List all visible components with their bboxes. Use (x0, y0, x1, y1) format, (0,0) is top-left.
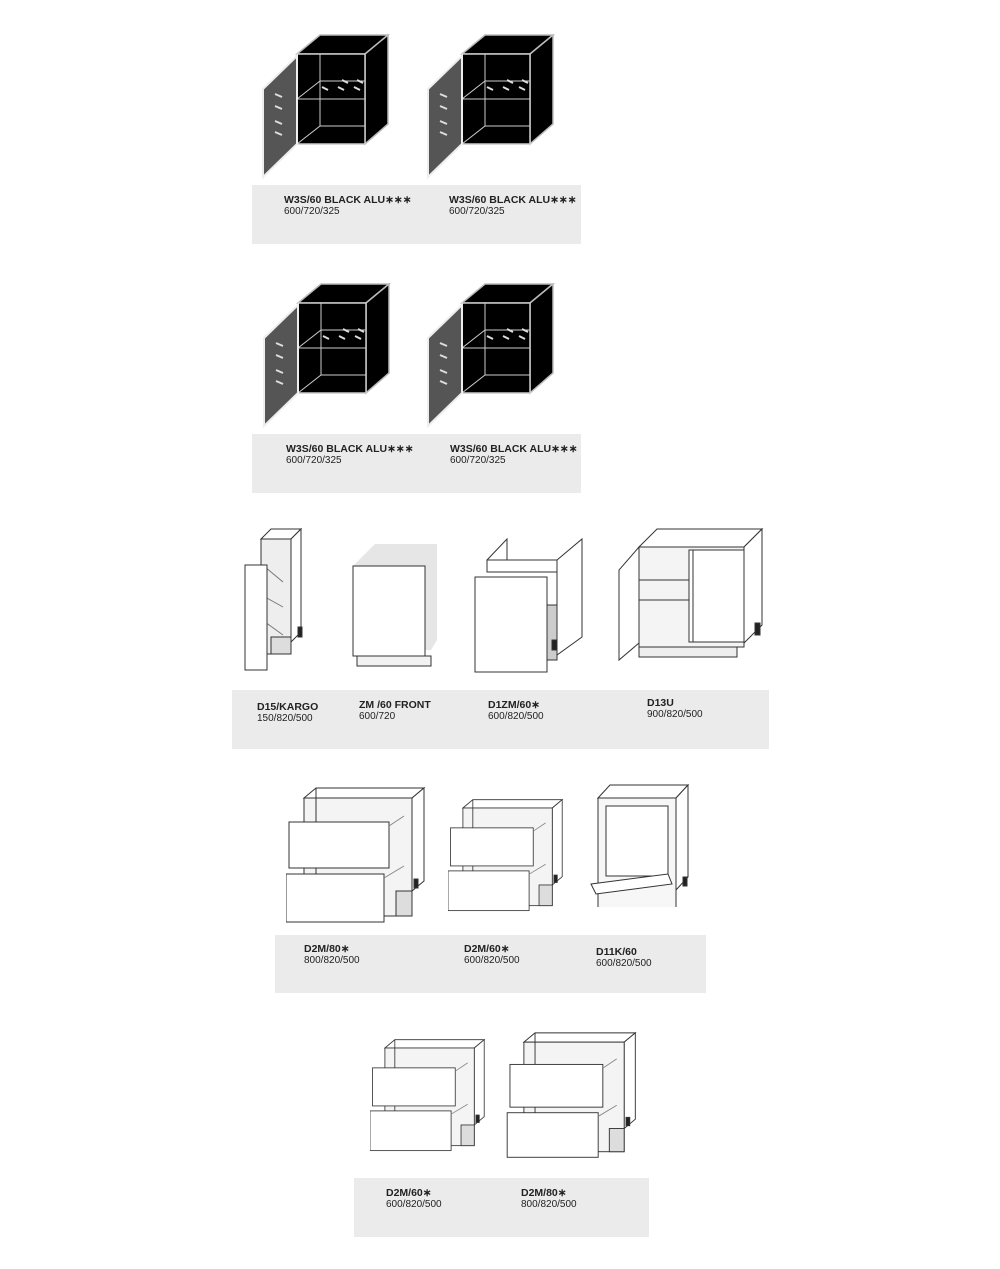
product-dimensions: 600/720/325 (286, 455, 342, 466)
product-name: D15/KARGO (257, 701, 319, 713)
wall-cabinet-black-alu-image (260, 34, 390, 179)
product-name: D2M/80∗ (521, 1187, 567, 1199)
product-dimensions: 600/720 (359, 711, 396, 722)
product-dimensions: 150/820/500 (257, 713, 313, 724)
product-name: W3S/60 BLACK ALU∗∗∗ (284, 194, 412, 206)
corner-cabinet-image (617, 525, 767, 665)
product-name: W3S/60 BLACK ALU∗∗∗ (450, 443, 578, 455)
product-dimensions: 600/720/325 (284, 206, 340, 217)
oven-cabinet-image (588, 782, 693, 907)
product-name: D11K/60 (596, 946, 637, 958)
product-name: W3S/60 BLACK ALU∗∗∗ (286, 443, 414, 455)
product-label: D2M/80∗800/820/500 (521, 1187, 577, 1211)
drawer-cabinet-image (448, 786, 568, 926)
kargo-cabinet-image (243, 527, 303, 672)
product-label: D1ZM/60∗600/820/500 (488, 699, 544, 723)
product-label: W3S/60 BLACK ALU∗∗∗600/720/325 (450, 443, 578, 467)
product-label: W3S/60 BLACK ALU∗∗∗600/720/325 (286, 443, 414, 467)
product-dimensions: 600/820/500 (596, 958, 652, 969)
product-name: D1ZM/60∗ (488, 699, 540, 711)
wall-cabinet-black-alu-image (261, 283, 391, 428)
drawer-cabinet-image (286, 786, 431, 926)
product-dimensions: 800/820/500 (304, 955, 360, 966)
product-dimensions: 800/820/500 (521, 1199, 577, 1210)
product-name: ZM /60 FRONT (359, 699, 431, 711)
sink-cabinet-image (472, 535, 587, 675)
wall-cabinet-black-alu-image (425, 283, 555, 428)
label-panel (252, 185, 581, 244)
product-name: D2M/60∗ (386, 1187, 432, 1199)
product-name: D2M/80∗ (304, 943, 350, 955)
product-name: D2M/60∗ (464, 943, 510, 955)
product-label: W3S/60 BLACK ALU∗∗∗600/720/325 (284, 194, 412, 218)
drawer-cabinet-image (502, 1031, 647, 1161)
label-panel (354, 1178, 649, 1237)
product-dimensions: 600/820/500 (464, 955, 520, 966)
product-label: W3S/60 BLACK ALU∗∗∗600/720/325 (449, 194, 577, 218)
label-panel (275, 935, 706, 993)
product-label: D2M/80∗800/820/500 (304, 943, 360, 967)
product-label: D2M/60∗600/820/500 (464, 943, 520, 967)
wall-cabinet-black-alu-image (425, 34, 555, 179)
product-name: W3S/60 BLACK ALU∗∗∗ (449, 194, 577, 206)
product-dimensions: 600/720/325 (449, 206, 505, 217)
dishwasher-front-image (349, 540, 439, 670)
product-dimensions: 900/820/500 (647, 709, 703, 720)
product-dimensions: 600/820/500 (386, 1199, 442, 1210)
label-panel (252, 434, 581, 493)
product-name: D13U (647, 697, 674, 709)
drawer-cabinet-image (370, 1031, 490, 1161)
product-dimensions: 600/820/500 (488, 711, 544, 722)
product-dimensions: 600/720/325 (450, 455, 506, 466)
label-panel (232, 690, 769, 749)
product-label: D2M/60∗600/820/500 (386, 1187, 442, 1211)
